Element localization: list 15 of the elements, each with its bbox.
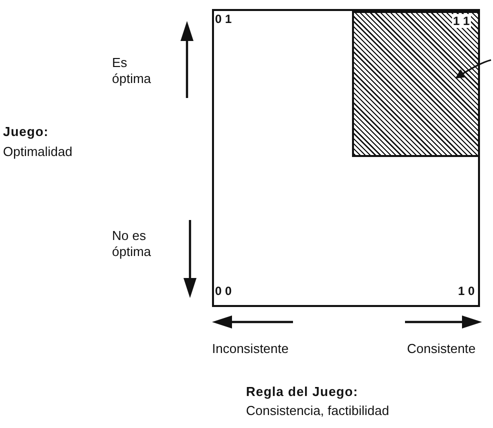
corner-label: 0 1	[215, 12, 232, 26]
hatched-region	[352, 11, 480, 157]
axis-title: Regla del Juego:	[246, 384, 358, 400]
axis-label: Es óptima	[112, 55, 152, 86]
axis-label: Inconsistente	[212, 341, 289, 357]
corner-label: 0 0	[215, 284, 232, 298]
corner-label: 1 1	[452, 14, 471, 28]
axis-label: Consistencia, factibilidad	[246, 403, 390, 419]
axis-title: Juego:	[3, 124, 49, 140]
corner-label: 1 0	[458, 284, 475, 298]
arrow	[455, 59, 492, 79]
axis-label: Consistente	[407, 341, 476, 357]
square-frame	[212, 9, 480, 307]
axis-label: No es óptima	[112, 228, 152, 260]
axis-label: Optimalidad	[3, 144, 72, 160]
